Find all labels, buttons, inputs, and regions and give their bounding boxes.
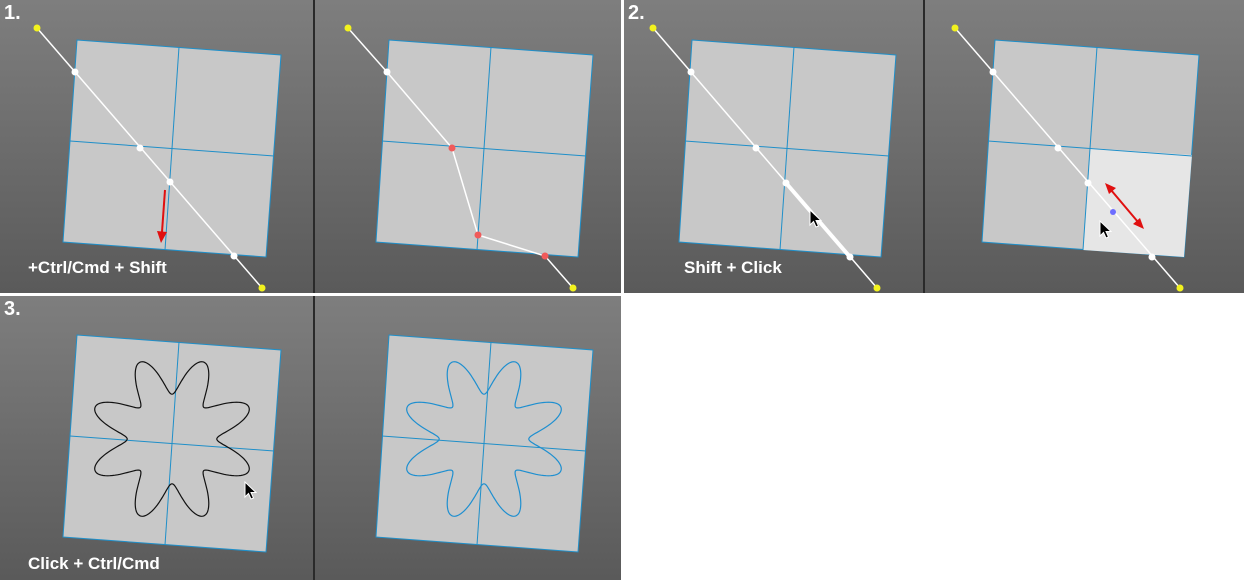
spline-point-selected[interactable] — [541, 252, 549, 260]
divider — [621, 0, 624, 293]
flower-spline[interactable] — [94, 361, 250, 517]
spline-endpoint[interactable] — [951, 24, 959, 32]
viewport-step2-after — [951, 24, 1200, 292]
step-caption: +Ctrl/Cmd + Shift — [28, 258, 167, 277]
flower-spline-selected[interactable] — [406, 361, 562, 517]
step-caption: Shift + Click — [684, 258, 782, 277]
spline-point[interactable] — [166, 178, 174, 186]
spline-endpoint[interactable] — [569, 284, 577, 292]
grid-line — [684, 140, 890, 157]
step-number: 2. — [628, 2, 645, 24]
step-caption: Click + Ctrl/Cmd — [28, 554, 160, 573]
panel-step2-after — [925, 0, 1244, 293]
spline-point[interactable] — [383, 68, 391, 76]
spline-endpoint[interactable] — [1176, 284, 1184, 292]
drag-arrow-icon — [157, 189, 167, 243]
drag-arrow-icon — [1105, 183, 1144, 229]
spline-endpoint[interactable] — [33, 24, 41, 32]
viewport-step3-after — [375, 334, 594, 553]
grid-line — [381, 435, 587, 452]
spline-point[interactable] — [846, 253, 854, 261]
spline-point-selected[interactable] — [474, 231, 482, 239]
mouse-cursor-icon — [809, 208, 823, 228]
spline-endpoint[interactable] — [649, 24, 657, 32]
spline-point[interactable] — [752, 144, 760, 152]
step-number: 1. — [4, 2, 21, 24]
viewport-step3-before — [62, 334, 282, 553]
spline-point[interactable] — [230, 252, 238, 260]
spline — [347, 27, 574, 289]
spline-point[interactable] — [687, 68, 695, 76]
divider — [923, 0, 925, 293]
viewport-step2-before — [649, 24, 897, 292]
divider — [313, 0, 315, 293]
spline-point[interactable] — [1148, 253, 1156, 261]
panel-step3-before: 3. Click + Ctrl/Cmd — [0, 296, 313, 580]
row-divider — [0, 293, 1244, 296]
spline-endpoint[interactable] — [873, 284, 881, 292]
grid-line — [381, 140, 587, 157]
divider — [313, 296, 315, 580]
spline-point[interactable] — [71, 68, 79, 76]
panel-step3-after — [315, 296, 621, 580]
hint-dot — [1110, 209, 1116, 215]
grid-line — [69, 140, 275, 157]
mouse-cursor-icon — [1099, 219, 1113, 239]
grid-line — [69, 435, 275, 452]
spline-endpoint[interactable] — [258, 284, 266, 292]
spline-point[interactable] — [1054, 144, 1062, 152]
spline-point[interactable] — [1084, 179, 1092, 187]
mouse-cursor-icon — [244, 480, 258, 500]
spline-point[interactable] — [136, 144, 144, 152]
plane-quadrant-highlight[interactable] — [1083, 148, 1192, 257]
viewport-step1-before — [33, 24, 282, 292]
viewport-step1-after — [344, 24, 594, 292]
step-number: 3. — [4, 298, 21, 320]
spline-endpoint[interactable] — [344, 24, 352, 32]
panel-step1-after — [315, 0, 621, 293]
panel-step1-before: 1. +Ctrl/Cmd + Shift — [0, 0, 313, 293]
spline-point[interactable] — [989, 68, 997, 76]
grid-line — [987, 140, 1193, 157]
spline-point[interactable] — [782, 179, 790, 187]
spline-point-selected[interactable] — [448, 144, 456, 152]
panel-step2-before: 2. Shift + Click — [624, 0, 923, 293]
